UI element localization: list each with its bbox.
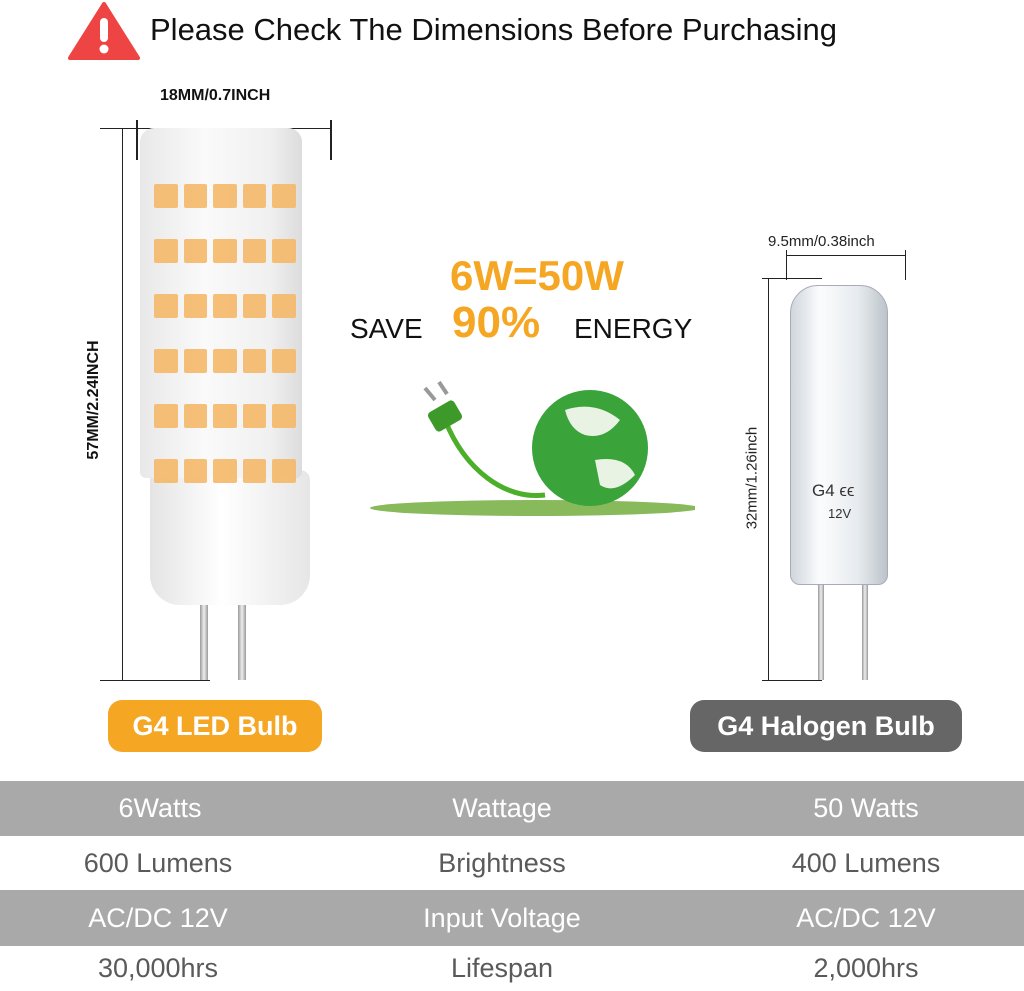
- spec-label: Brightness: [438, 847, 566, 878]
- halogen-value: 2,000hrs: [813, 953, 919, 983]
- halogen-width-line: [786, 255, 906, 256]
- halogen-badge: G4 Halogen Bulb: [690, 700, 962, 752]
- halogen-width-label: 9.5mm/0.38inch: [768, 233, 875, 250]
- dim-tick: [905, 250, 906, 280]
- dim-tick: [136, 120, 138, 160]
- dim-tick: [330, 120, 332, 160]
- led-height-line: [122, 128, 123, 680]
- halogen-marking: G4 ϵϵ: [812, 481, 855, 500]
- promo-energy: ENERGY: [574, 313, 693, 344]
- halogen-value: 400 Lumens: [791, 847, 941, 878]
- led-pin: [200, 600, 208, 680]
- halogen-value: AC/DC 12V: [796, 902, 936, 933]
- halogen-height-label: 32mm/1.26inch: [743, 426, 761, 530]
- led-height-label: 57MM/2.24INCH: [85, 340, 102, 460]
- table-row: AC/DC 12V Input Voltage AC/DC 12V: [0, 890, 1024, 946]
- table-row: 6Watts Wattage 50 Watts: [0, 781, 1024, 836]
- halogen-height-line: [768, 278, 769, 680]
- led-badge: G4 LED Bulb: [108, 700, 322, 752]
- promo-save: SAVE: [350, 313, 423, 344]
- spec-label: Wattage: [452, 793, 552, 823]
- halogen-value: 50 Watts: [813, 793, 919, 823]
- promo-percent: 90%: [452, 298, 541, 347]
- spec-label: Lifespan: [450, 953, 554, 983]
- halogen-bulb: [790, 285, 888, 585]
- page-title: Please Check The Dimensions Before Purch…: [150, 12, 837, 47]
- led-value: AC/DC 12V: [88, 902, 228, 933]
- halogen-pin: [818, 575, 824, 680]
- dim-tick: [786, 250, 787, 280]
- warning-icon: [68, 2, 140, 60]
- led-width-label: 18MM/0.7INCH: [160, 87, 271, 104]
- led-value: 30,000hrs: [97, 953, 219, 983]
- dim-tick: [762, 278, 822, 279]
- led-value: 600 Lumens: [83, 847, 233, 878]
- spec-label: Input Voltage: [423, 902, 581, 933]
- table-row: 30,000hrs Lifespan 2,000hrs: [0, 946, 1024, 991]
- eco-globe-plug-icon: [370, 380, 695, 516]
- led-value: 6Watts: [118, 793, 202, 823]
- halogen-pin: [862, 575, 868, 680]
- halogen-voltage-mark: 12V: [828, 506, 852, 521]
- led-bulb-base: [150, 470, 310, 605]
- led-bulb: [140, 128, 302, 483]
- dim-tick: [100, 680, 210, 681]
- dim-tick: [100, 128, 140, 129]
- dim-tick: [762, 680, 822, 681]
- table-row: 600 Lumens Brightness 400 Lumens: [0, 836, 1024, 890]
- led-pin: [238, 600, 246, 680]
- promo-equation: 6W=50W: [450, 252, 624, 299]
